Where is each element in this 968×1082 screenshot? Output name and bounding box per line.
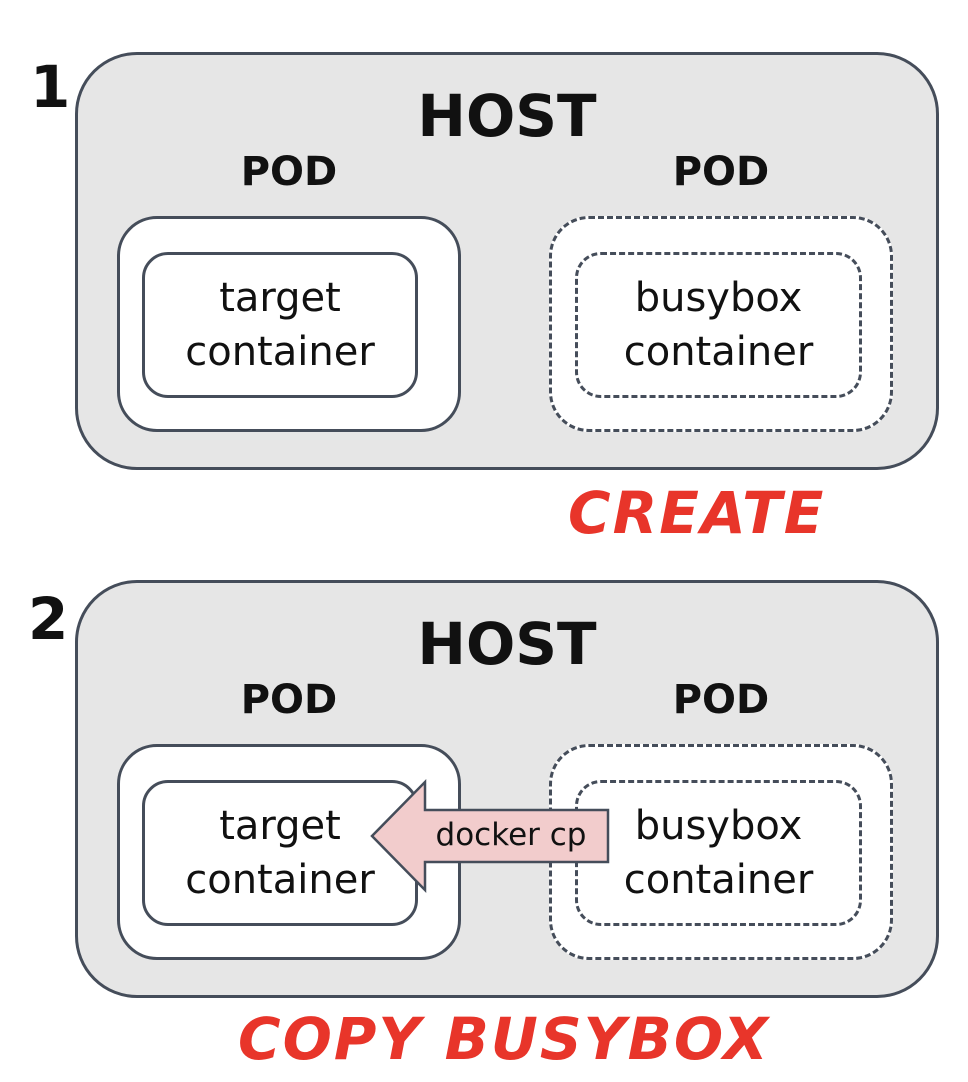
busybox-container-2: busybox container	[575, 780, 862, 926]
container-line: target	[219, 275, 341, 321]
step-number-2: 2	[28, 585, 69, 653]
step-number-1: 1	[30, 53, 71, 121]
container-line: container	[623, 329, 814, 375]
pod-label-right-2: POD	[672, 677, 770, 723]
action-label-copy-busybox: COPY BUSYBOX	[238, 1005, 770, 1073]
container-line: container	[185, 329, 375, 375]
pod-label-left-2: POD	[240, 677, 338, 723]
docker-cp-arrow	[370, 778, 610, 894]
left-arrow-shape	[370, 778, 610, 894]
container-line: container	[623, 857, 814, 903]
host-label-1: HOST	[417, 82, 597, 150]
pod-label-left-1: POD	[240, 149, 338, 195]
pod-label-right-1: POD	[672, 149, 770, 195]
host-label-2: HOST	[417, 610, 597, 678]
container-line: container	[185, 857, 375, 903]
target-container-1: target container	[142, 252, 418, 398]
target-container-2: target container	[142, 780, 418, 926]
action-label-create: CREATE	[568, 479, 826, 547]
container-line: busybox	[634, 275, 803, 321]
container-line: busybox	[634, 803, 803, 849]
busybox-container-1: busybox container	[575, 252, 862, 398]
container-line: target	[219, 803, 341, 849]
docker-cp-label: docker cp	[435, 817, 587, 853]
